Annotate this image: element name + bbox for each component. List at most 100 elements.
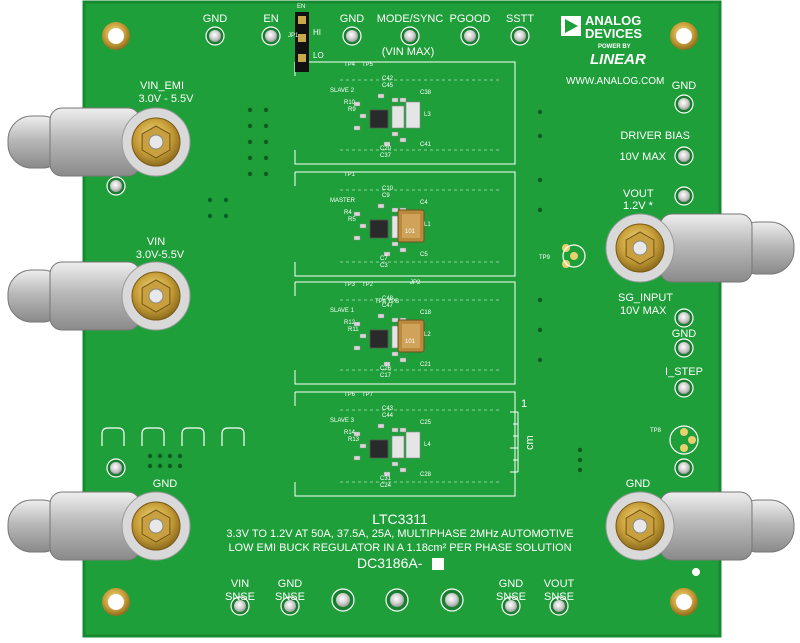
stage-2-inductor: L1 [424,222,431,228]
pad-left-1 [106,176,126,196]
gnd-label-top-1: GND [202,13,228,25]
vin-snse-label-vin: VIN [230,578,250,590]
stage-2-r2: R5 [348,217,356,223]
stage-1-cap-bot1: C20 [380,146,392,152]
stage-1-tp-b: TP5 [362,62,374,68]
mounting-hole-tr [670,22,698,50]
stage-4-inductor: L4 [424,442,431,448]
cm-ruler [510,411,519,473]
stage-1 [353,93,421,147]
stage-2-inductor-mark: 101 [405,229,416,235]
pad-driver-bias [674,146,694,166]
tp9-label: TP9 [539,255,551,261]
stage-3-cap-top: C48 [382,296,394,302]
terminal-vin [7,261,191,331]
stage-2-cap-bot1: C7 [380,256,388,262]
terminal-vin-emi [7,107,191,177]
stage-1-r1: R10 [344,100,356,106]
analog-devices-logo-mark [561,16,581,36]
gnd-label-top-2: GND [339,13,365,25]
vin-emi-label: VIN_EMI [139,80,185,92]
driver-bias-max-label: 10V MAX [619,151,666,163]
stage-2-cap-r: C4 [420,200,428,206]
title-line-1: 3.3V TO 1.2V AT 50A, 37.5A, 25A, MULTIPH… [226,528,574,540]
terminal-gnd-right [605,491,795,561]
jp1-hi-label: HI [313,28,321,37]
stage-3-r2: R11 [348,327,359,333]
tp8-label: TP8 [650,428,662,434]
mounting-hole-bl [102,588,130,616]
stage-4-cap-bot2: C24 [380,483,392,489]
stage-3-tp-b: TP2 [362,282,374,288]
board-id-box-icon [432,558,444,570]
stage-3-name: SLAVE 1 [330,308,354,314]
mode-sync-label: MODE/SYNC [376,13,444,25]
vout-snse-label-snse: SNSE [544,591,574,603]
stage-3-cap-bot1: C26 [380,366,392,372]
pad-gnd-top-2 [342,26,362,46]
board-id-label: DC3186A- [357,555,423,571]
stage-4-cap-top2: C44 [382,413,394,419]
vin-emi-range-label: 3.0V - 5.5V [138,93,194,105]
stage-3-inductor-mark: 101 [405,339,416,345]
pad-pgood [460,26,480,46]
stage-3-r1: R12 [344,320,356,326]
gnd-label-right-bottom: GND [625,478,651,490]
stage-4-r1: R14 [344,430,356,436]
stage-1-name: SLAVE 2 [330,88,354,94]
stage-1-cap-r: C38 [420,90,432,96]
website-text: WWW.ANALOG.COM [566,76,665,87]
stage-3-cap-bot2: C17 [380,373,392,379]
stage-1-cap-top: C42 [382,76,394,82]
stage-2-tp-a: TP1 [344,172,356,178]
pad-gnd-snse-1 [280,596,300,616]
pad-bottom-gnd-1 [331,588,355,612]
gnd-label-right-mid: GND [671,328,697,340]
title-line-2: LOW EMI BUCK REGULATOR IN A 1.18cm² PER … [228,542,572,554]
stage-4-cap-r: C25 [420,420,432,426]
i-step-label: I_STEP [665,366,703,378]
gnd-snse-2-label-gnd: GND [498,578,524,590]
stage-1-cap-out: C41 [420,142,432,148]
ruler-cm-label: cm [524,435,536,450]
vout-snse-label-vout: VOUT [543,578,575,590]
tp9-pads [562,244,586,268]
stage-2-name: MASTER [330,198,356,204]
pad-en [261,26,281,46]
vin-label: VIN [146,236,166,248]
stage-4-cap-out: C28 [420,472,432,478]
pad-gnd-top-1 [205,26,225,46]
stage-3-cap-top2: C47 [382,303,394,309]
stage-2-cap-top: C10 [382,186,394,192]
pad-vin-snse [230,596,250,616]
tpa-tpb-label: TPA TPB [375,299,400,305]
stage-4-name: SLAVE 3 [330,418,354,424]
pad-vout-right [674,186,694,206]
stage-2 [353,203,425,257]
power-by-text: POWER BY [598,44,631,50]
jp1-label: JP1 [288,33,299,39]
pad-gnd-right-mid [674,338,694,358]
stage-3-tp-a: TP3 [344,282,356,288]
sg-input-label: SG_INPUT [618,292,674,304]
jp1-lo-label: LO [313,51,324,60]
tp8-pads [669,425,699,455]
stage-1-tp-a: TP4 [344,62,356,68]
gnd-label-left: GND [152,478,178,490]
pad-left-2 [106,458,126,478]
mounting-hole-br [670,588,698,616]
pad-gnd-right-top [674,94,694,114]
ruler-one-label: 1 [521,398,528,410]
stage-4-tp-b: TP7 [362,392,374,398]
pad-i-step [674,378,694,398]
stage-2-r1: R4 [344,210,352,216]
pad-gnd-right-bottom [674,458,694,478]
stage-3 [353,313,425,367]
jp1-en-label: EN [297,4,306,10]
gnd-snse-1-label-snse: SNSE [275,591,305,603]
sg-input-max-label: 10V MAX [620,305,667,317]
company-name-line1: ANALOG [585,13,642,28]
stage-2-cap-top2: C9 [382,193,390,199]
stage-1-inductor: L3 [424,112,431,118]
